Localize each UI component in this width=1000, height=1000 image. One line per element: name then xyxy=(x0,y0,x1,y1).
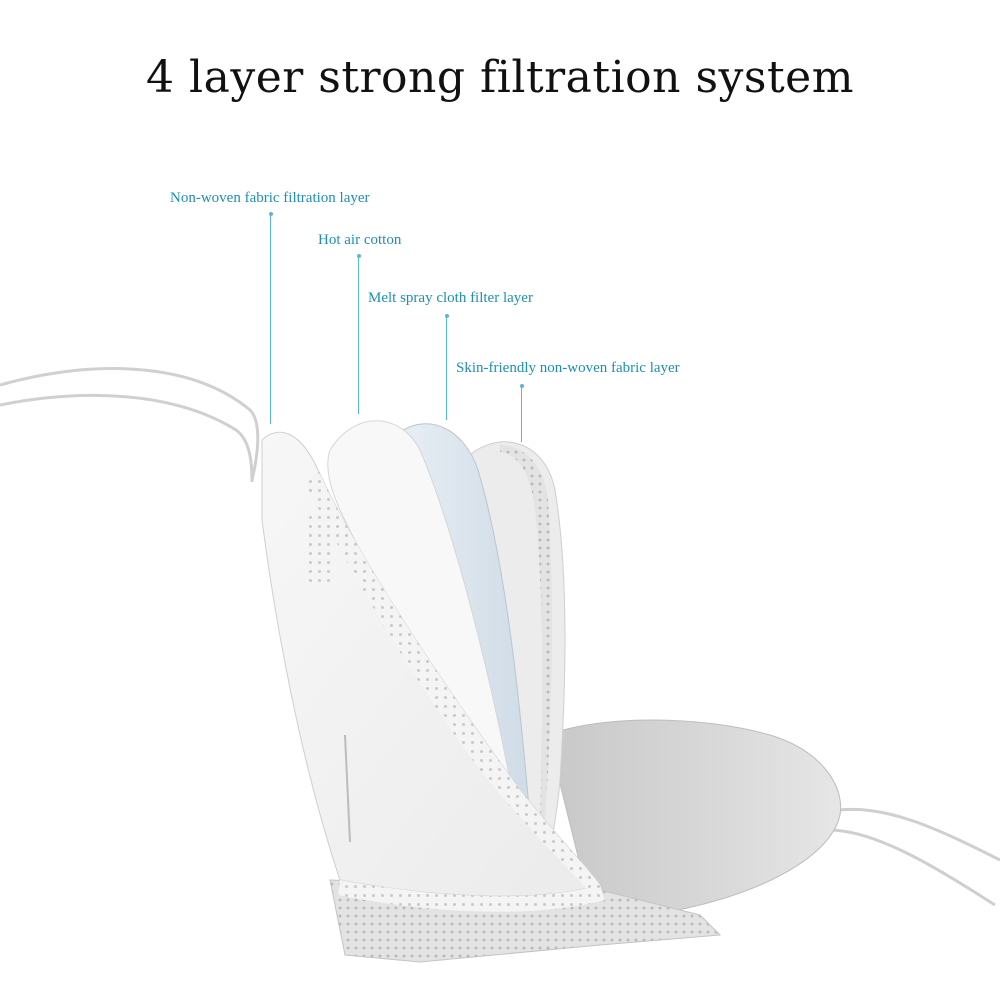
layer-skin-friendly-edge xyxy=(500,445,552,830)
label-melt-spray: Melt spray cloth filter layer xyxy=(368,290,533,306)
leader-line-1 xyxy=(270,214,271,424)
leader-line-4 xyxy=(521,386,522,442)
front-seam-line xyxy=(344,734,351,843)
front-bottom-perforation xyxy=(338,880,605,912)
leader-line-2 xyxy=(358,256,359,414)
front-nose-perforation xyxy=(307,510,333,582)
label-nonwoven-filtration: Non-woven fabric filtration layer xyxy=(170,190,370,206)
label-hot-air-cotton: Hot air cotton xyxy=(318,232,402,248)
page-title: 4 layer strong filtration system xyxy=(146,52,854,103)
ear-loop-left xyxy=(0,367,260,483)
ear-loop-right xyxy=(827,807,1000,907)
leader-line-3 xyxy=(446,316,447,420)
label-skin-friendly: Skin-friendly non-woven fabric layer xyxy=(456,360,680,376)
front-perforated-edge xyxy=(306,470,600,890)
